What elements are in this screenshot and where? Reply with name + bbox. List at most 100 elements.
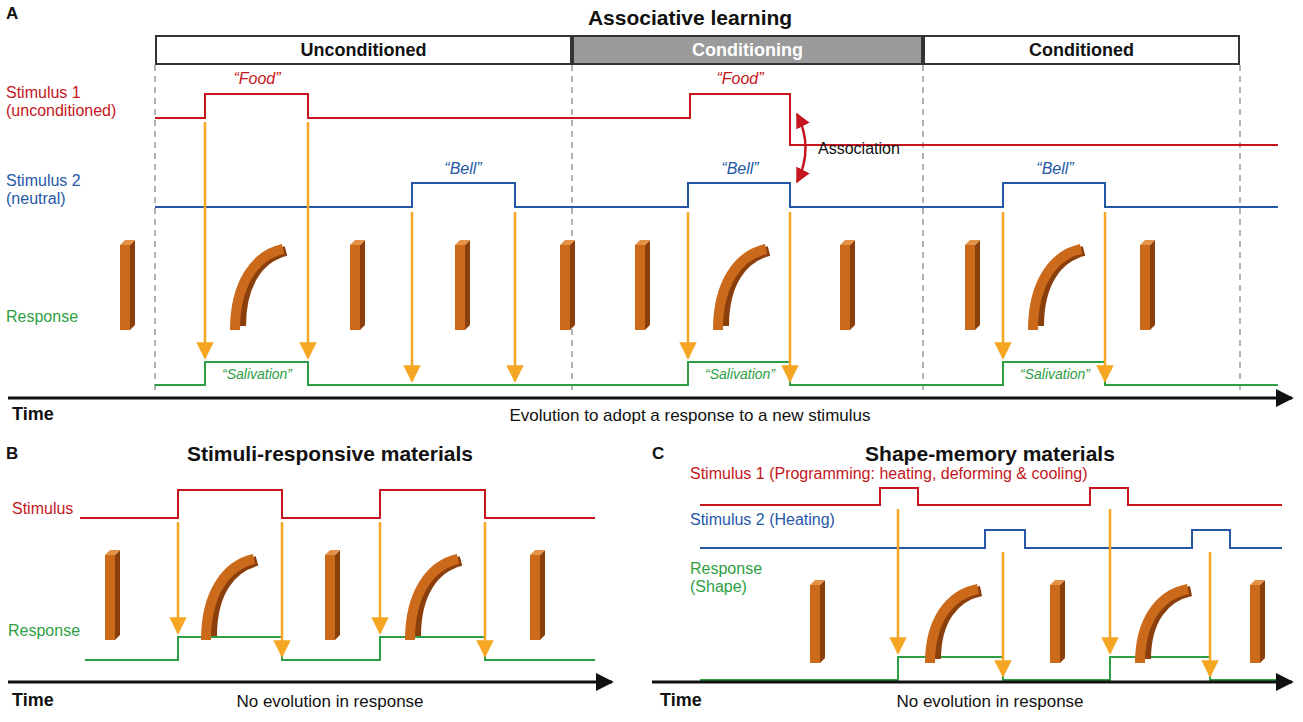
cause-arrow	[281, 522, 284, 656]
cause-arrow	[204, 122, 207, 358]
stimulus-label: “Bell”	[1005, 160, 1105, 178]
beam	[465, 240, 470, 330]
axis-label: Time	[12, 690, 54, 711]
beam	[360, 240, 365, 330]
phase-label: Conditioned	[1029, 40, 1134, 61]
signal-name: Stimulus 1 (unconditioned)	[6, 84, 141, 121]
beam	[810, 580, 825, 585]
signal-name: Response (Shape)	[690, 560, 785, 597]
phase-label: Unconditioned	[301, 40, 427, 61]
axis-note: No evolution in response	[130, 692, 530, 712]
signal-name: Stimulus 1 (Programming: heating, deform…	[690, 465, 1088, 483]
beam	[325, 555, 335, 640]
response-label: “Salivation”	[690, 366, 790, 382]
stimulus-label: “Food”	[690, 70, 790, 88]
signal-name: Stimulus 2 (neutral)	[6, 172, 141, 209]
beam	[105, 555, 115, 640]
beam	[645, 240, 650, 330]
beam	[1033, 249, 1081, 330]
phase-label: Conditioning	[692, 40, 803, 61]
beam	[1140, 589, 1188, 663]
phase-box: Conditioning	[572, 35, 923, 65]
beam	[840, 240, 855, 245]
axis-note: No evolution in response	[790, 692, 1190, 712]
beam	[455, 245, 465, 330]
response-trace	[155, 362, 1278, 385]
signal-name: Stimulus	[12, 500, 73, 518]
stimulus-label: “Bell”	[690, 160, 790, 178]
cause-arrow	[1109, 509, 1112, 653]
beam	[1140, 245, 1150, 330]
beam	[1150, 240, 1155, 330]
phase-divider	[155, 65, 1240, 392]
cause-arrow	[307, 122, 310, 358]
beam	[120, 245, 130, 330]
panel-letter: A	[6, 4, 18, 24]
beam	[1060, 580, 1065, 663]
stimulus-label: “Food”	[207, 70, 307, 88]
panel-title: Associative learning	[460, 6, 920, 30]
beam	[840, 245, 850, 330]
beam	[540, 550, 545, 640]
beam	[530, 555, 540, 640]
panel-letter: C	[652, 444, 664, 464]
cause-arrow	[484, 522, 487, 656]
beam	[235, 249, 283, 330]
cause-arrow	[1002, 552, 1005, 676]
signal-name: Response	[8, 622, 80, 640]
stimulus-label: “Bell”	[413, 160, 513, 178]
beam	[560, 240, 575, 245]
cause-arrow	[379, 522, 382, 633]
beam	[1140, 240, 1155, 245]
beam	[1250, 585, 1260, 663]
cause-arrow	[687, 212, 690, 358]
beam	[206, 559, 254, 640]
stimulus-trace	[700, 530, 1282, 548]
beam	[850, 240, 855, 330]
phase-box: Conditioned	[923, 35, 1240, 65]
beam	[130, 240, 135, 330]
beam	[120, 240, 135, 245]
beam	[1050, 585, 1060, 663]
beam	[965, 240, 980, 245]
beam	[335, 550, 340, 640]
axis-label: Time	[660, 690, 702, 711]
cause-arrow	[177, 522, 180, 633]
beam	[975, 240, 980, 330]
beam	[105, 550, 120, 555]
cause-arrow	[1002, 212, 1005, 358]
cause-arrow	[514, 212, 517, 381]
beam	[350, 245, 360, 330]
phase-box: Unconditioned	[155, 35, 572, 65]
beam	[965, 245, 975, 330]
cause-arrow	[411, 212, 414, 381]
panel-title: Shape-memory materials	[780, 442, 1200, 466]
cause-arrow	[1209, 552, 1212, 676]
beam	[1050, 580, 1065, 585]
beam	[570, 240, 575, 330]
panel-title: Stimuli-responsive materials	[120, 442, 540, 466]
cause-arrow	[1104, 212, 1107, 381]
beam	[635, 240, 650, 245]
stimulus-trace	[155, 183, 1278, 207]
association-label: Association	[818, 140, 900, 158]
beam	[410, 559, 458, 640]
response-label: “Salivation”	[1005, 366, 1105, 382]
beam	[635, 245, 645, 330]
time-axis	[8, 398, 1292, 682]
axis-label: Time	[12, 404, 54, 425]
beam	[560, 245, 570, 330]
stimulus-trace	[155, 94, 1278, 145]
signal-name: Response	[6, 308, 78, 326]
axis-note: Evolution to adopt a response to a new s…	[390, 406, 990, 426]
stimulus-trace	[80, 490, 595, 518]
beam	[530, 550, 545, 555]
beam	[930, 589, 978, 663]
beam	[1260, 580, 1265, 663]
response-trace	[85, 637, 595, 660]
beam	[115, 550, 120, 640]
beam	[820, 580, 825, 663]
beam	[1250, 580, 1265, 585]
cause-arrow	[789, 212, 792, 381]
